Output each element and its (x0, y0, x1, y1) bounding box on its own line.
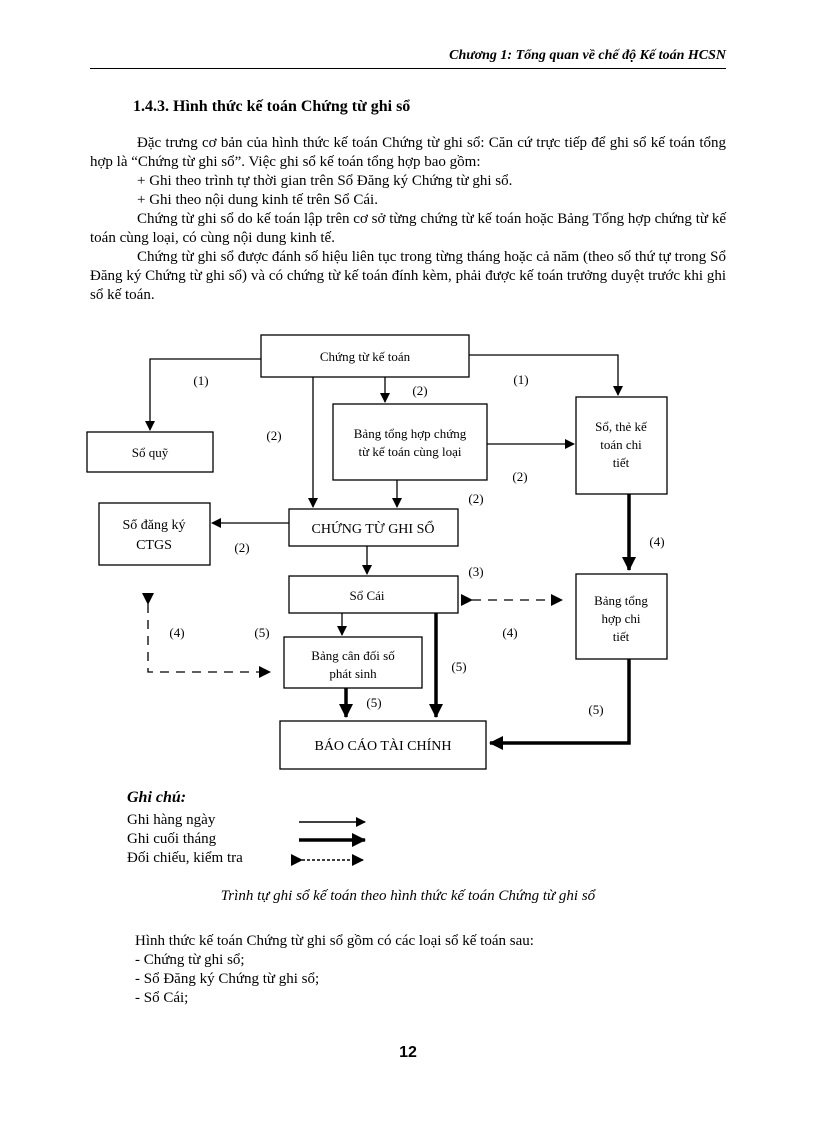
step-label: (2) (512, 469, 527, 484)
box-label: CHỨNG TỪ GHI SỔ (312, 519, 435, 537)
section-title: 1.4.3. Hình thức kế toán Chứng từ ghi sổ (133, 98, 411, 115)
step-label: (4) (169, 625, 184, 640)
list-item: - Sổ Cái; (135, 990, 189, 1006)
paragraph: + Ghi theo nội dung kinh tế trên Sổ Cái. (137, 192, 378, 208)
box-label: tiết (613, 629, 630, 644)
step-label: (4) (502, 625, 517, 640)
box-label: phát sinh (329, 666, 377, 681)
paragraph: Chứng từ ghi sổ do kế toán lập trên cơ s… (90, 211, 726, 246)
legend-arrows (291, 817, 366, 866)
box-label: toán chi (600, 437, 642, 452)
list-item: - Sổ Đăng ký Chứng từ ghi sổ; (135, 971, 320, 987)
step-label: (5) (366, 695, 381, 710)
box-label: Chứng từ kế toán (320, 349, 411, 364)
box-label: Bảng tổng (594, 593, 648, 608)
step-label: (5) (451, 659, 466, 674)
box-label: hợp chi (601, 611, 640, 626)
box-so-quy: Sổ quỹ (86, 431, 214, 473)
paragraph: + Ghi theo trình tự thời gian trên Sổ Đă… (137, 173, 513, 189)
box-bang-can-doi-so-phat-sinh: Bảng cân đối số phát sinh (283, 636, 423, 689)
step-label: (2) (266, 428, 281, 443)
daily-arrows (145, 354, 623, 636)
step-label: (1) (193, 373, 208, 388)
box-bang-tong-hop-chi-tiet: Bảng tổng hợp chi tiết (575, 573, 668, 660)
box-so-dang-ky-ctgs: Sổ đăng ký CTGS (98, 502, 211, 566)
legend-item-month-end: Ghi cuối tháng (127, 831, 217, 847)
step-labels: (1) (1) (2) (2) (2) (2) (2) (4) (3) (4) … (169, 372, 664, 717)
ledger-list: Hình thức kế toán Chứng từ ghi sổ gồm có… (135, 932, 534, 1008)
box-label: tiết (613, 455, 630, 470)
figure-caption: Trình tự ghi sổ kế toán theo hình thức k… (220, 888, 596, 904)
box-label: Bảng cân đối số (311, 648, 395, 663)
step-label: (5) (254, 625, 269, 640)
check-arrows (142, 593, 563, 678)
page-number: 12 (399, 1044, 417, 1061)
legend-item-check: Đối chiếu, kiểm tra (127, 850, 243, 866)
box-chung-tu-ke-toan: Chứng từ kế toán (260, 334, 470, 378)
list-item: - Chứng từ ghi sổ; (135, 952, 245, 968)
step-label: (5) (588, 702, 603, 717)
legend-item-daily: Ghi hàng ngày (127, 812, 216, 828)
arrow-check-sdk-bcd (142, 593, 271, 678)
box-label: BÁO CÁO TÀI CHÍNH (314, 737, 451, 754)
list-intro: Hình thức kế toán Chứng từ ghi sổ gồm có… (135, 933, 534, 949)
chapter-header: Chương 1: Tổng quan về chế độ Kế toán HC… (90, 48, 726, 69)
legend-title: Ghi chú: (127, 789, 187, 806)
box-label: Bảng tổng hợp chứng (354, 426, 467, 441)
box-label: từ kế toán cùng loại (358, 444, 461, 459)
step-label: (4) (649, 534, 664, 549)
arrow-to-so-quy (145, 358, 261, 431)
paragraph: Chứng từ ghi sổ được đánh số hiệu liên t… (90, 249, 726, 303)
box-chung-tu-ghi-so: CHỨNG TỪ GHI SỔ (288, 508, 459, 547)
paragraph: Đặc trưng cơ bản của hình thức kế toán C… (90, 135, 726, 170)
box-label: CTGS (136, 538, 172, 553)
box-so-cai: Sổ Cái (288, 575, 459, 614)
step-label: (2) (412, 383, 427, 398)
step-label: (2) (468, 491, 483, 506)
step-label: (1) (513, 372, 528, 387)
box-label: Sổ, thẻ kế (595, 419, 648, 434)
arrow-bthct-to-bctc (489, 659, 631, 750)
legend: Ghi chú: Ghi hàng ngày Ghi cuối tháng Đố… (127, 788, 243, 868)
body-text: Đặc trưng cơ bản của hình thức kế toán C… (90, 134, 726, 305)
box-label: Sổ quỹ (132, 445, 169, 460)
box-label: Sổ đăng ký (123, 518, 186, 533)
arrow-to-so-the-chi-tiet (469, 354, 623, 396)
box-bao-cao-tai-chinh: BÁO CÁO TÀI CHÍNH (279, 720, 487, 770)
box-label: Sổ Cái (349, 588, 384, 603)
box-bang-tong-hop-chung-tu: Bảng tổng hợp chứng từ kế toán cùng loại (332, 403, 488, 481)
step-label: (2) (234, 540, 249, 555)
step-label: (3) (468, 564, 483, 579)
month-end-arrows (339, 494, 636, 750)
box-so-the-ke-toan-chi-tiet: Sổ, thẻ kế toán chi tiết (575, 396, 668, 495)
